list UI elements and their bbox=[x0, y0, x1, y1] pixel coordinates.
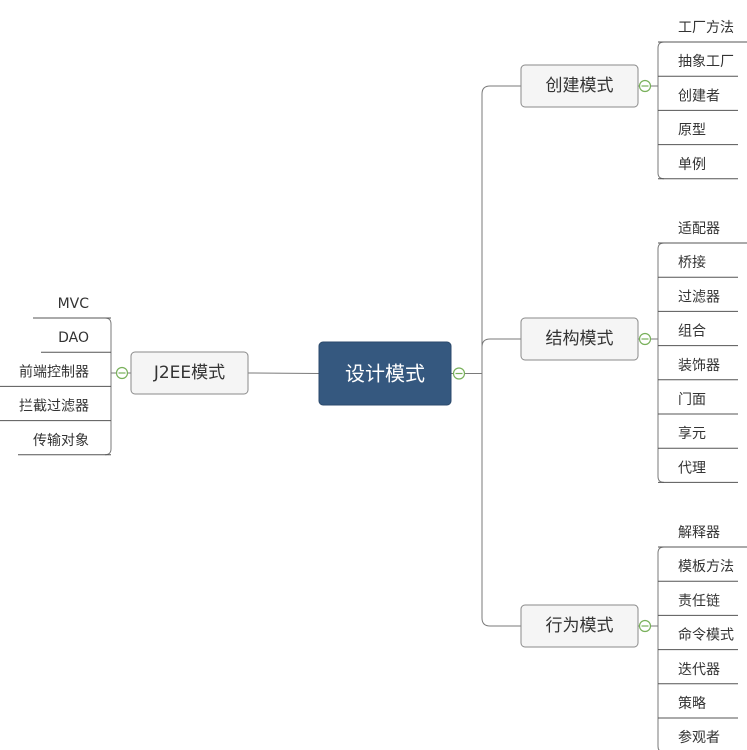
collapse-toggle-creational[interactable] bbox=[638, 79, 652, 93]
subtopic-label: 抽象工厂 bbox=[678, 54, 734, 70]
subtopic-creational-4[interactable]: 单例 bbox=[658, 157, 738, 180]
subtopic-label: 策略 bbox=[678, 695, 706, 712]
subtopic-structural-1[interactable]: 桥接 bbox=[658, 254, 738, 278]
subtopic-behavioral-3[interactable]: 命令模式 bbox=[658, 627, 738, 651]
subtopic-j2ee-0[interactable]: MVC bbox=[33, 296, 111, 319]
subtopic-structural-5[interactable]: 门面 bbox=[658, 392, 738, 415]
subtopic-label: MVC bbox=[58, 296, 90, 312]
subtopic-creational-3[interactable]: 原型 bbox=[658, 123, 738, 146]
main-topic-structural[interactable]: 结构模式 bbox=[520, 317, 639, 361]
subtopic-creational-1[interactable]: 抽象工厂 bbox=[658, 54, 738, 77]
subtopic-label: 迭代器 bbox=[678, 662, 720, 678]
center-to-left-connector bbox=[247, 372, 320, 374]
collapse-toggle-structural[interactable] bbox=[638, 332, 652, 346]
subtopic-structural-7[interactable]: 代理 bbox=[658, 460, 738, 483]
main-topic-box bbox=[130, 351, 249, 395]
subtopic-label: 享元 bbox=[678, 425, 706, 442]
center-topic[interactable]: 设计模式 bbox=[318, 341, 452, 406]
center-collapse-toggle[interactable] bbox=[452, 367, 466, 380]
main-topic-box bbox=[520, 317, 639, 361]
subtopic-label: 过滤器 bbox=[678, 289, 720, 305]
main-topic-behavioral[interactable]: 行为模式 bbox=[520, 604, 639, 648]
subtopic-structural-4[interactable]: 装饰器 bbox=[658, 358, 738, 381]
subtopic-label: 桥接 bbox=[678, 254, 706, 271]
subtopic-label: 原型 bbox=[678, 123, 706, 139]
main-topic-box bbox=[520, 604, 639, 648]
subtopic-label: 代理 bbox=[678, 460, 706, 476]
subtopic-label: 前端控制器 bbox=[19, 363, 89, 380]
subtopic-label: 组合 bbox=[678, 324, 706, 340]
subtopic-label: 创建者 bbox=[678, 88, 720, 104]
branch-connector-creational bbox=[481, 85, 521, 374]
subtopic-behavioral-1[interactable]: 模板方法 bbox=[658, 559, 738, 582]
subtopic-label: DAO bbox=[58, 330, 89, 346]
subtopic-behavioral-6[interactable]: 参观者 bbox=[658, 729, 738, 750]
subtopic-behavioral-5[interactable]: 策略 bbox=[658, 695, 738, 719]
subtopic-label: 责任链 bbox=[678, 593, 720, 609]
leaf-spine-structural bbox=[657, 242, 665, 483]
subtopic-label: 单例 bbox=[678, 157, 706, 173]
subtopic-label: 拦截过滤器 bbox=[19, 399, 89, 415]
subtopic-behavioral-0[interactable]: 解释器 bbox=[658, 525, 747, 548]
leaf-spine-behavioral bbox=[657, 546, 665, 750]
subtopic-label: 适配器 bbox=[678, 221, 720, 237]
main-topic-creational[interactable]: 创建模式 bbox=[520, 64, 639, 108]
subtopic-structural-6[interactable]: 享元 bbox=[658, 425, 738, 449]
subtopic-label: 工厂方法 bbox=[678, 20, 734, 36]
main-topic-label: 结构模式 bbox=[546, 329, 614, 349]
branch-connector-behavioral bbox=[481, 373, 521, 627]
subtopic-structural-2[interactable]: 过滤器 bbox=[658, 289, 738, 312]
main-topic-box bbox=[520, 64, 639, 108]
collapse-toggle-j2ee[interactable] bbox=[115, 366, 129, 380]
subtopic-label: 装饰器 bbox=[678, 358, 720, 374]
main-topic-label: 创建模式 bbox=[546, 76, 614, 96]
subtopic-j2ee-1[interactable]: DAO bbox=[41, 330, 111, 353]
subtopic-structural-0[interactable]: 适配器 bbox=[658, 221, 747, 244]
subtopic-label: 命令模式 bbox=[678, 627, 734, 644]
subtopic-label: 门面 bbox=[678, 392, 706, 408]
branch-connector-structural bbox=[481, 338, 521, 374]
center-topic-label: 设计模式 bbox=[345, 362, 425, 386]
subtopic-label: 解释器 bbox=[678, 525, 720, 541]
subtopic-structural-3[interactable]: 组合 bbox=[658, 324, 738, 347]
subtopic-creational-0[interactable]: 工厂方法 bbox=[658, 20, 747, 43]
subtopic-label: 参观者 bbox=[678, 729, 720, 746]
main-topic-label: 行为模式 bbox=[546, 616, 614, 636]
subtopic-j2ee-4[interactable]: 传输对象 bbox=[18, 433, 111, 456]
subtopic-j2ee-2[interactable]: 前端控制器 bbox=[0, 363, 111, 387]
subtopic-j2ee-3[interactable]: 拦截过滤器 bbox=[0, 399, 111, 422]
main-topic-label: J2EE模式 bbox=[153, 363, 225, 383]
subtopic-label: 传输对象 bbox=[33, 433, 89, 449]
collapse-toggle-behavioral[interactable] bbox=[638, 619, 652, 633]
subtopic-label: 模板方法 bbox=[678, 559, 734, 575]
center-topic-box bbox=[318, 341, 452, 406]
subtopic-creational-2[interactable]: 创建者 bbox=[658, 88, 738, 111]
subtopic-behavioral-4[interactable]: 迭代器 bbox=[658, 662, 738, 685]
subtopic-behavioral-2[interactable]: 责任链 bbox=[658, 593, 738, 616]
main-topic-j2ee[interactable]: J2EE模式 bbox=[130, 351, 249, 395]
